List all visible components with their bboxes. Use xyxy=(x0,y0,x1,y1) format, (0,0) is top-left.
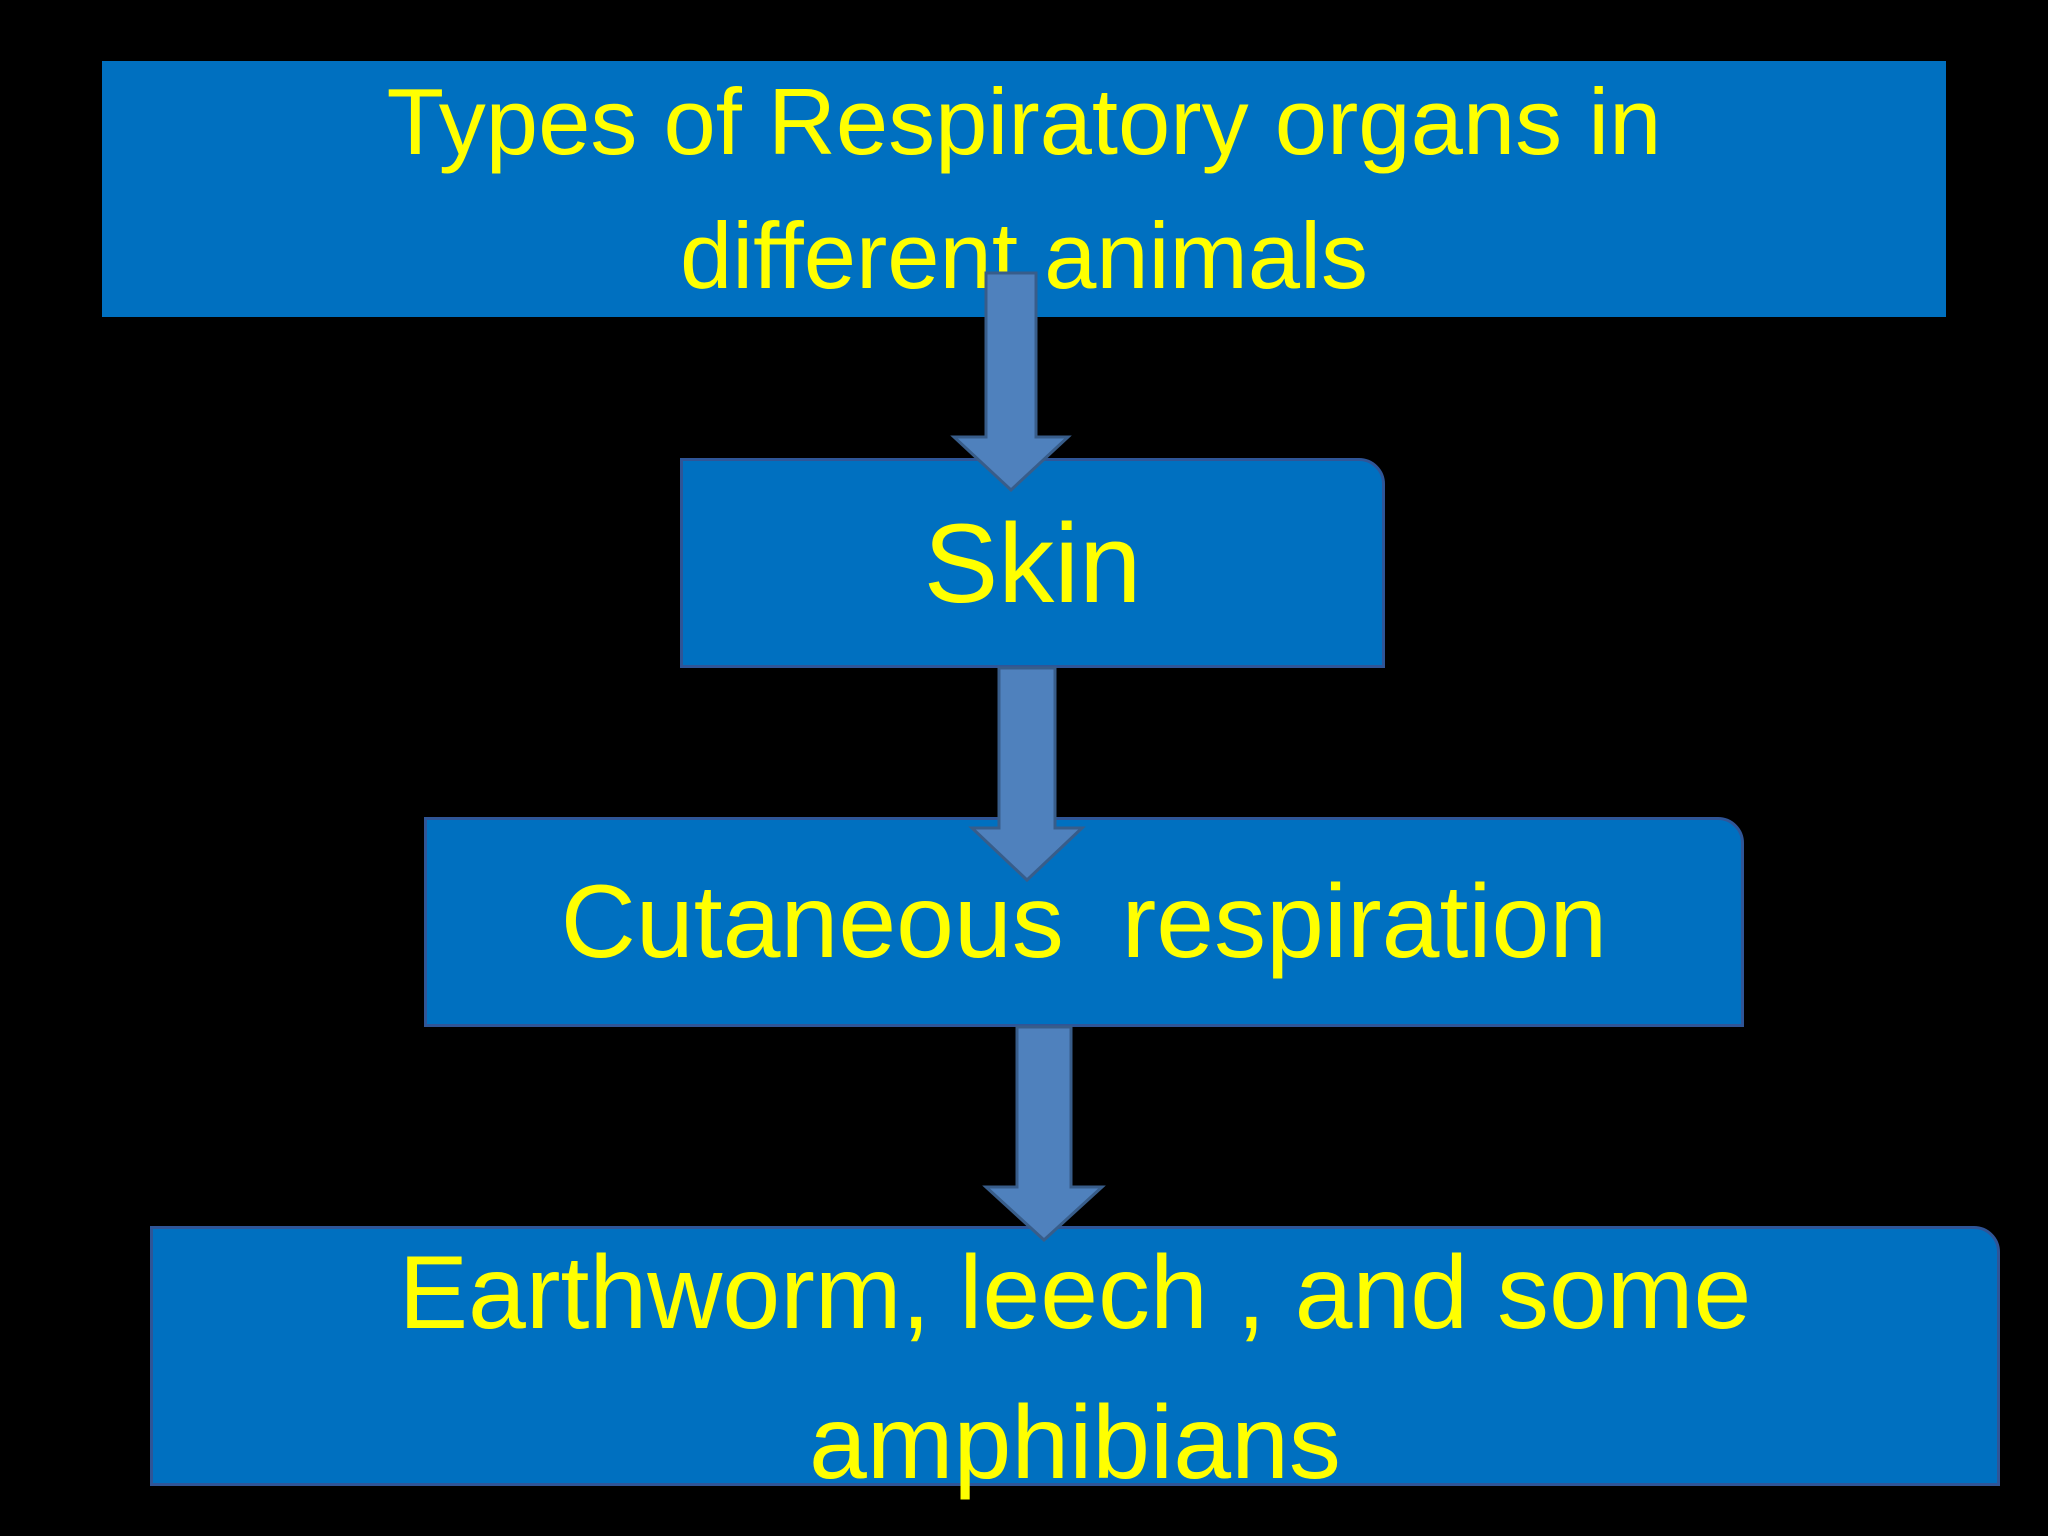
skin-label: Skin xyxy=(923,500,1142,626)
cutaneous-respiration-box: Cutaneous respiration xyxy=(424,817,1744,1027)
skin-box: Skin xyxy=(680,458,1385,668)
title-box: Types of Respiratory organs in different… xyxy=(102,61,1946,317)
arrow-cutaneous-to-animals xyxy=(982,1025,1106,1243)
animals-box: Earthworm, leech , and some amphibians xyxy=(150,1226,2000,1501)
animals-label: Earthworm, leech , and some amphibians xyxy=(398,1235,1752,1501)
diagram-title: Types of Respiratory organs in different… xyxy=(386,69,1662,308)
cutaneous-respiration-label: Cutaneous respiration xyxy=(560,863,1608,980)
